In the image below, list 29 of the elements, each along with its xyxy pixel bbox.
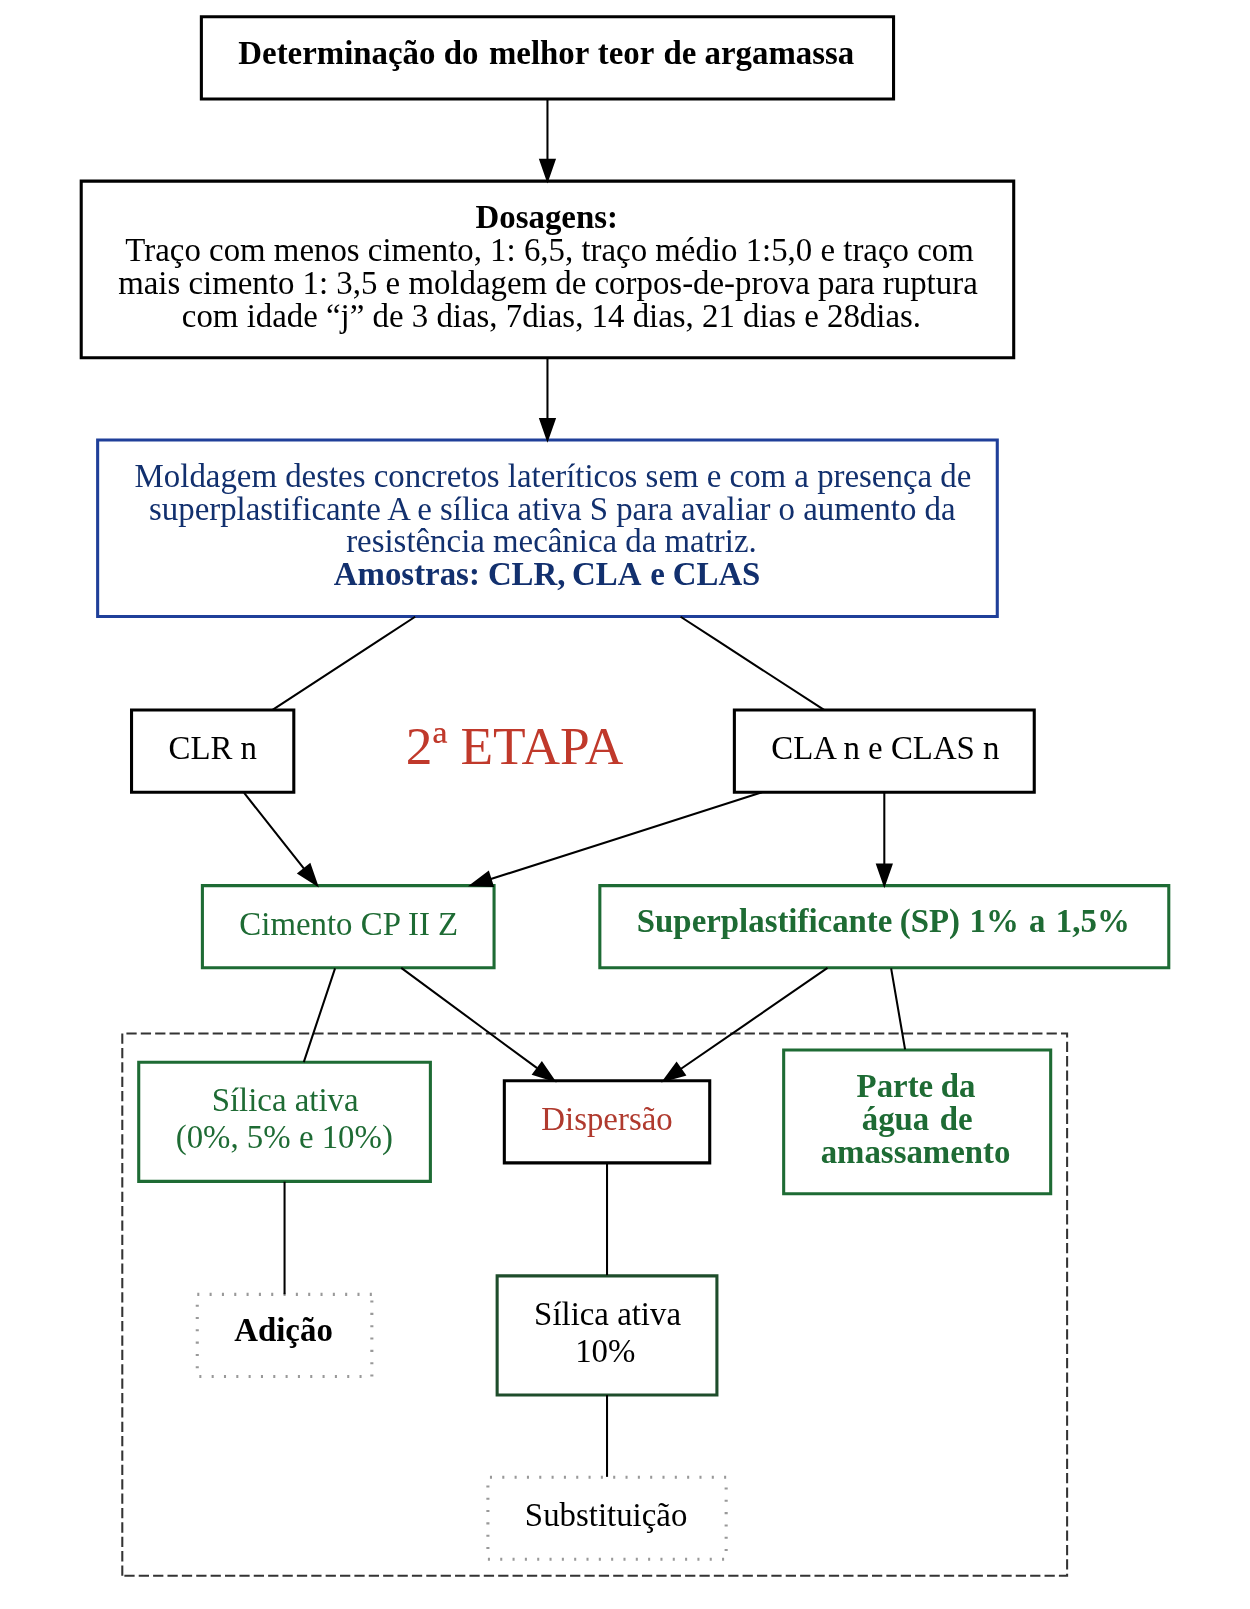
label: 2ª ETAPA [405,716,624,777]
connector [606,1163,609,1276]
node-box: Superplastificante (SP) 1% a 1,5% [598,884,1171,970]
arrow [538,99,557,184]
node-box: Dosagens: Traço com menos cimento, 1: 6,5, traço médio 1:5,0 e traço com mais cimento 1: 3,5 e moldagem de corpos-de-prova para ruptura com idade “j” de 3 dias, 7dias, 14 dias, 21 dias e 28dias. [79,179,1016,360]
connector [606,1395,609,1477]
node-box: Dispersão [502,1079,712,1165]
cluster [121,1032,1069,1577]
node-box: Moldagem destes concretos lateríticos sem e com a presença de superplastificante A e sílica ativa S para avaliar o aumento da resistência mecânica da matriz. Amostras: CLR, CLA e CLAS [96,438,999,619]
arrow [661,967,829,1083]
arrow [875,792,893,889]
node-box: Sílica ativa (0%, 5% e 10%) [137,1060,432,1183]
arrow [468,791,763,888]
connector [890,968,907,1050]
node-box: Parte da água de amassamento [782,1048,1053,1196]
arrow [538,358,557,443]
node-box: CLA n e CLAS n [732,708,1036,794]
node-box: Sílica ativa 10% [495,1274,719,1397]
arrow [400,967,557,1083]
connector [680,615,825,711]
node-box: Adição [195,1292,374,1379]
connector [283,1181,286,1295]
node-box: CLR n [130,708,296,794]
connector [271,615,416,711]
node-box: Determinação do melhor teor de argamassa [199,15,896,101]
node-box: Cimento CP II Z [200,884,496,970]
node-box: Substituição [486,1475,728,1561]
connector [302,968,336,1063]
arrow [243,792,319,888]
